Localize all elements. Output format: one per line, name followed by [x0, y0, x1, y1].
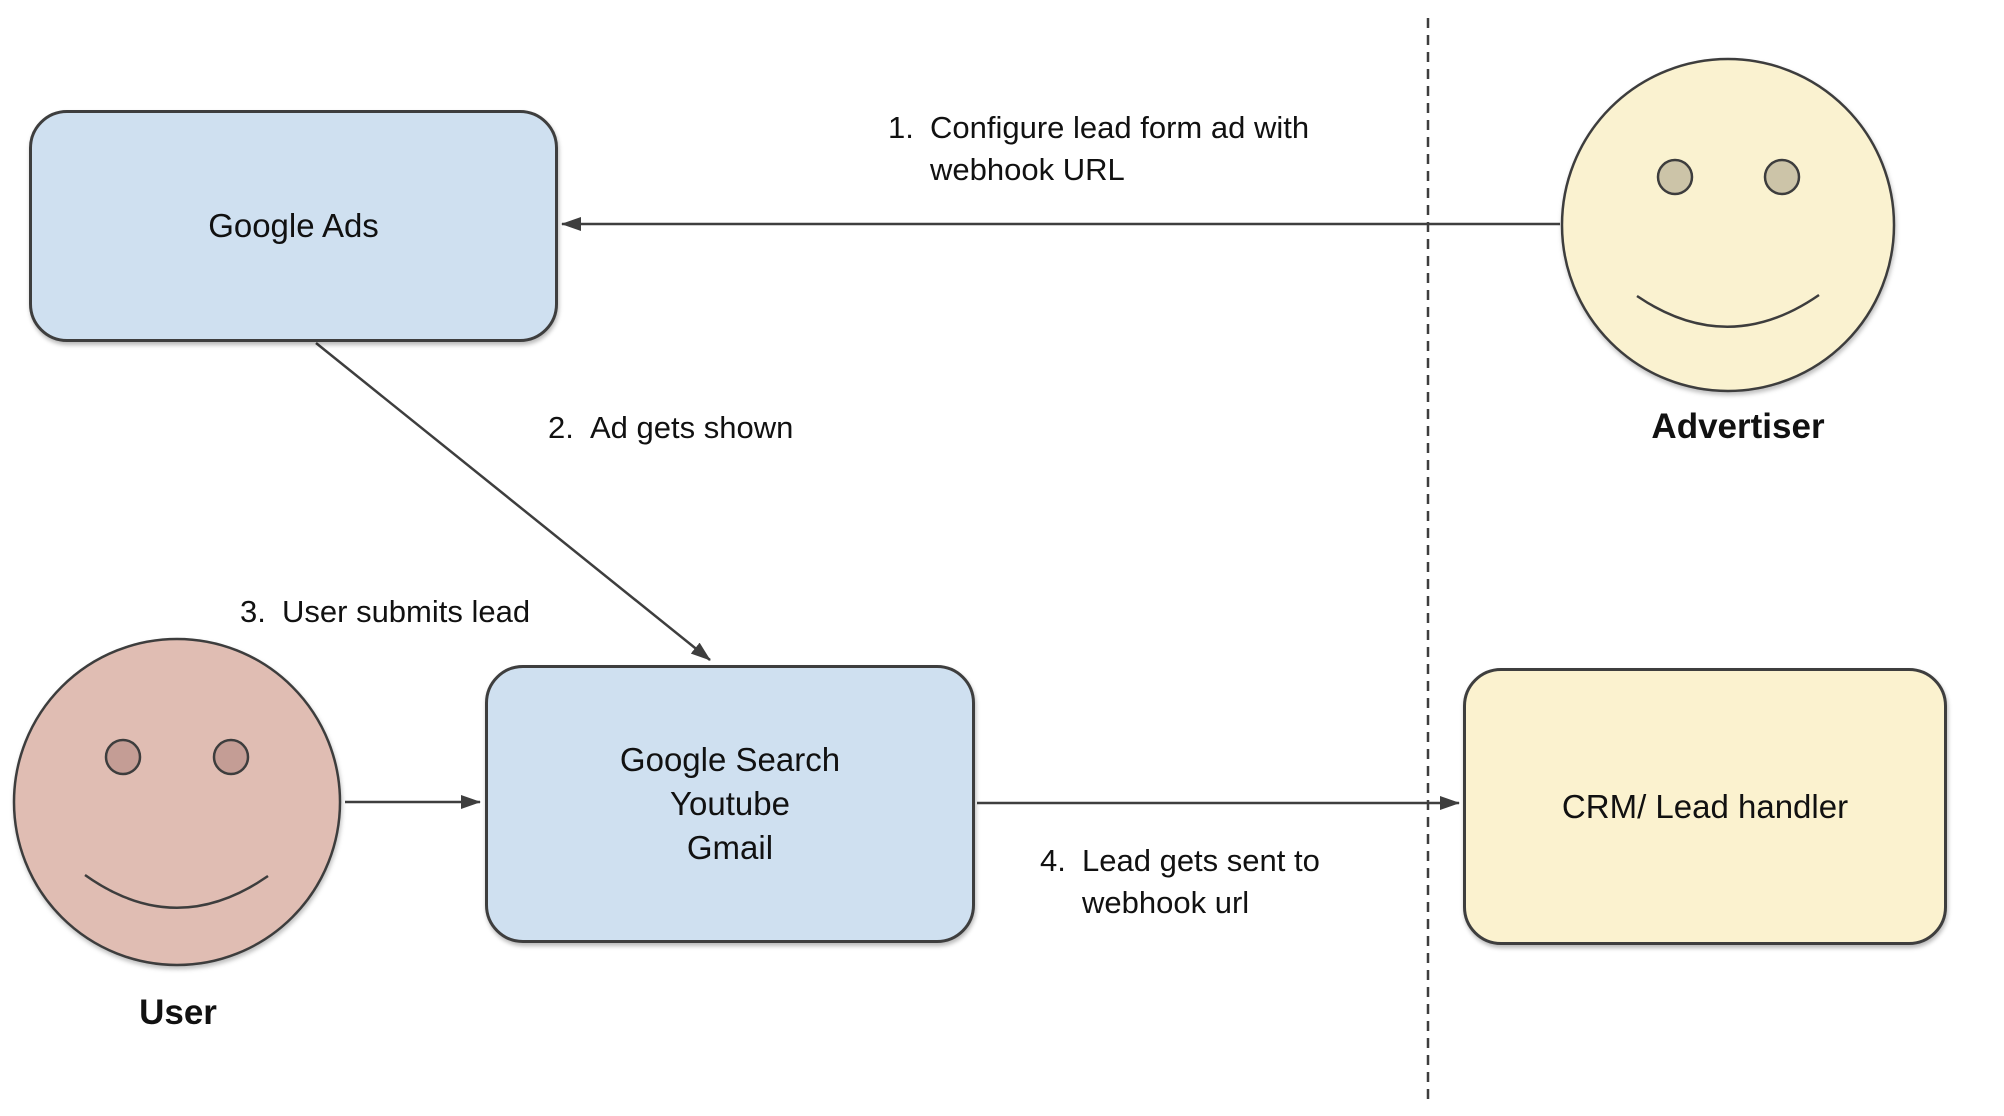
advertiser-eye-left-icon	[1656, 158, 1694, 196]
step-1-number: 1.	[888, 110, 914, 145]
step-4-line-1: Lead gets sent to	[1082, 843, 1320, 878]
node-crm-lead-handler[interactable]: CRM/ Lead handler	[1463, 668, 1947, 945]
user-face[interactable]	[12, 637, 342, 967]
advertiser-face[interactable]	[1560, 57, 1896, 393]
step-4-label: 4. Lead gets sent to webhook url	[1040, 840, 1320, 924]
user-eye-right-icon	[212, 738, 250, 776]
user-eye-left-icon	[104, 738, 142, 776]
step-2-label: 2. Ad gets shown	[548, 407, 793, 449]
step-1-line-2: webhook URL	[930, 152, 1125, 187]
user-caption: User	[139, 993, 217, 1032]
step-3-label: 3. User submits lead	[240, 591, 530, 633]
surfaces-line-youtube: Youtube	[670, 785, 790, 822]
user-head[interactable]	[12, 637, 342, 967]
node-google-ads[interactable]: Google Ads	[29, 110, 558, 342]
step-2-text: Ad gets shown	[590, 410, 794, 445]
surfaces-line-gmail: Gmail	[686, 829, 774, 866]
advertiser-head[interactable]	[1560, 57, 1896, 393]
node-google-surfaces[interactable]: Google Search Youtube Gmail	[485, 665, 975, 943]
node-crm-label: CRM/ Lead handler	[1561, 787, 1849, 825]
step-3-number: 3.	[240, 594, 266, 629]
step-3-text: User submits lead	[282, 594, 531, 629]
advertiser-caption: Advertiser	[1651, 407, 1825, 446]
advertiser-eye-right-icon	[1763, 158, 1801, 196]
step-1-label: 1. Configure lead form ad with webhook U…	[888, 107, 1309, 191]
step-4-line-2: webhook url	[1082, 885, 1250, 920]
step-2-number: 2.	[548, 410, 574, 445]
step-4-number: 4.	[1040, 843, 1066, 878]
node-google-ads-label: Google Ads	[208, 207, 379, 244]
step-1-line-1: Configure lead form ad with	[930, 110, 1310, 145]
advertiser-smile-icon	[1636, 293, 1820, 328]
user-smile-icon	[84, 873, 269, 909]
surfaces-line-google-search: Google Search	[619, 741, 841, 778]
arrow-google-ads-to-surfaces[interactable]	[315, 342, 711, 661]
node-google-surfaces-label: Google Search Youtube Gmail	[620, 738, 840, 870]
step-1-text: Configure lead form ad with webhook URL	[930, 107, 1309, 191]
step-4-text: Lead gets sent to webhook url	[1082, 840, 1320, 924]
